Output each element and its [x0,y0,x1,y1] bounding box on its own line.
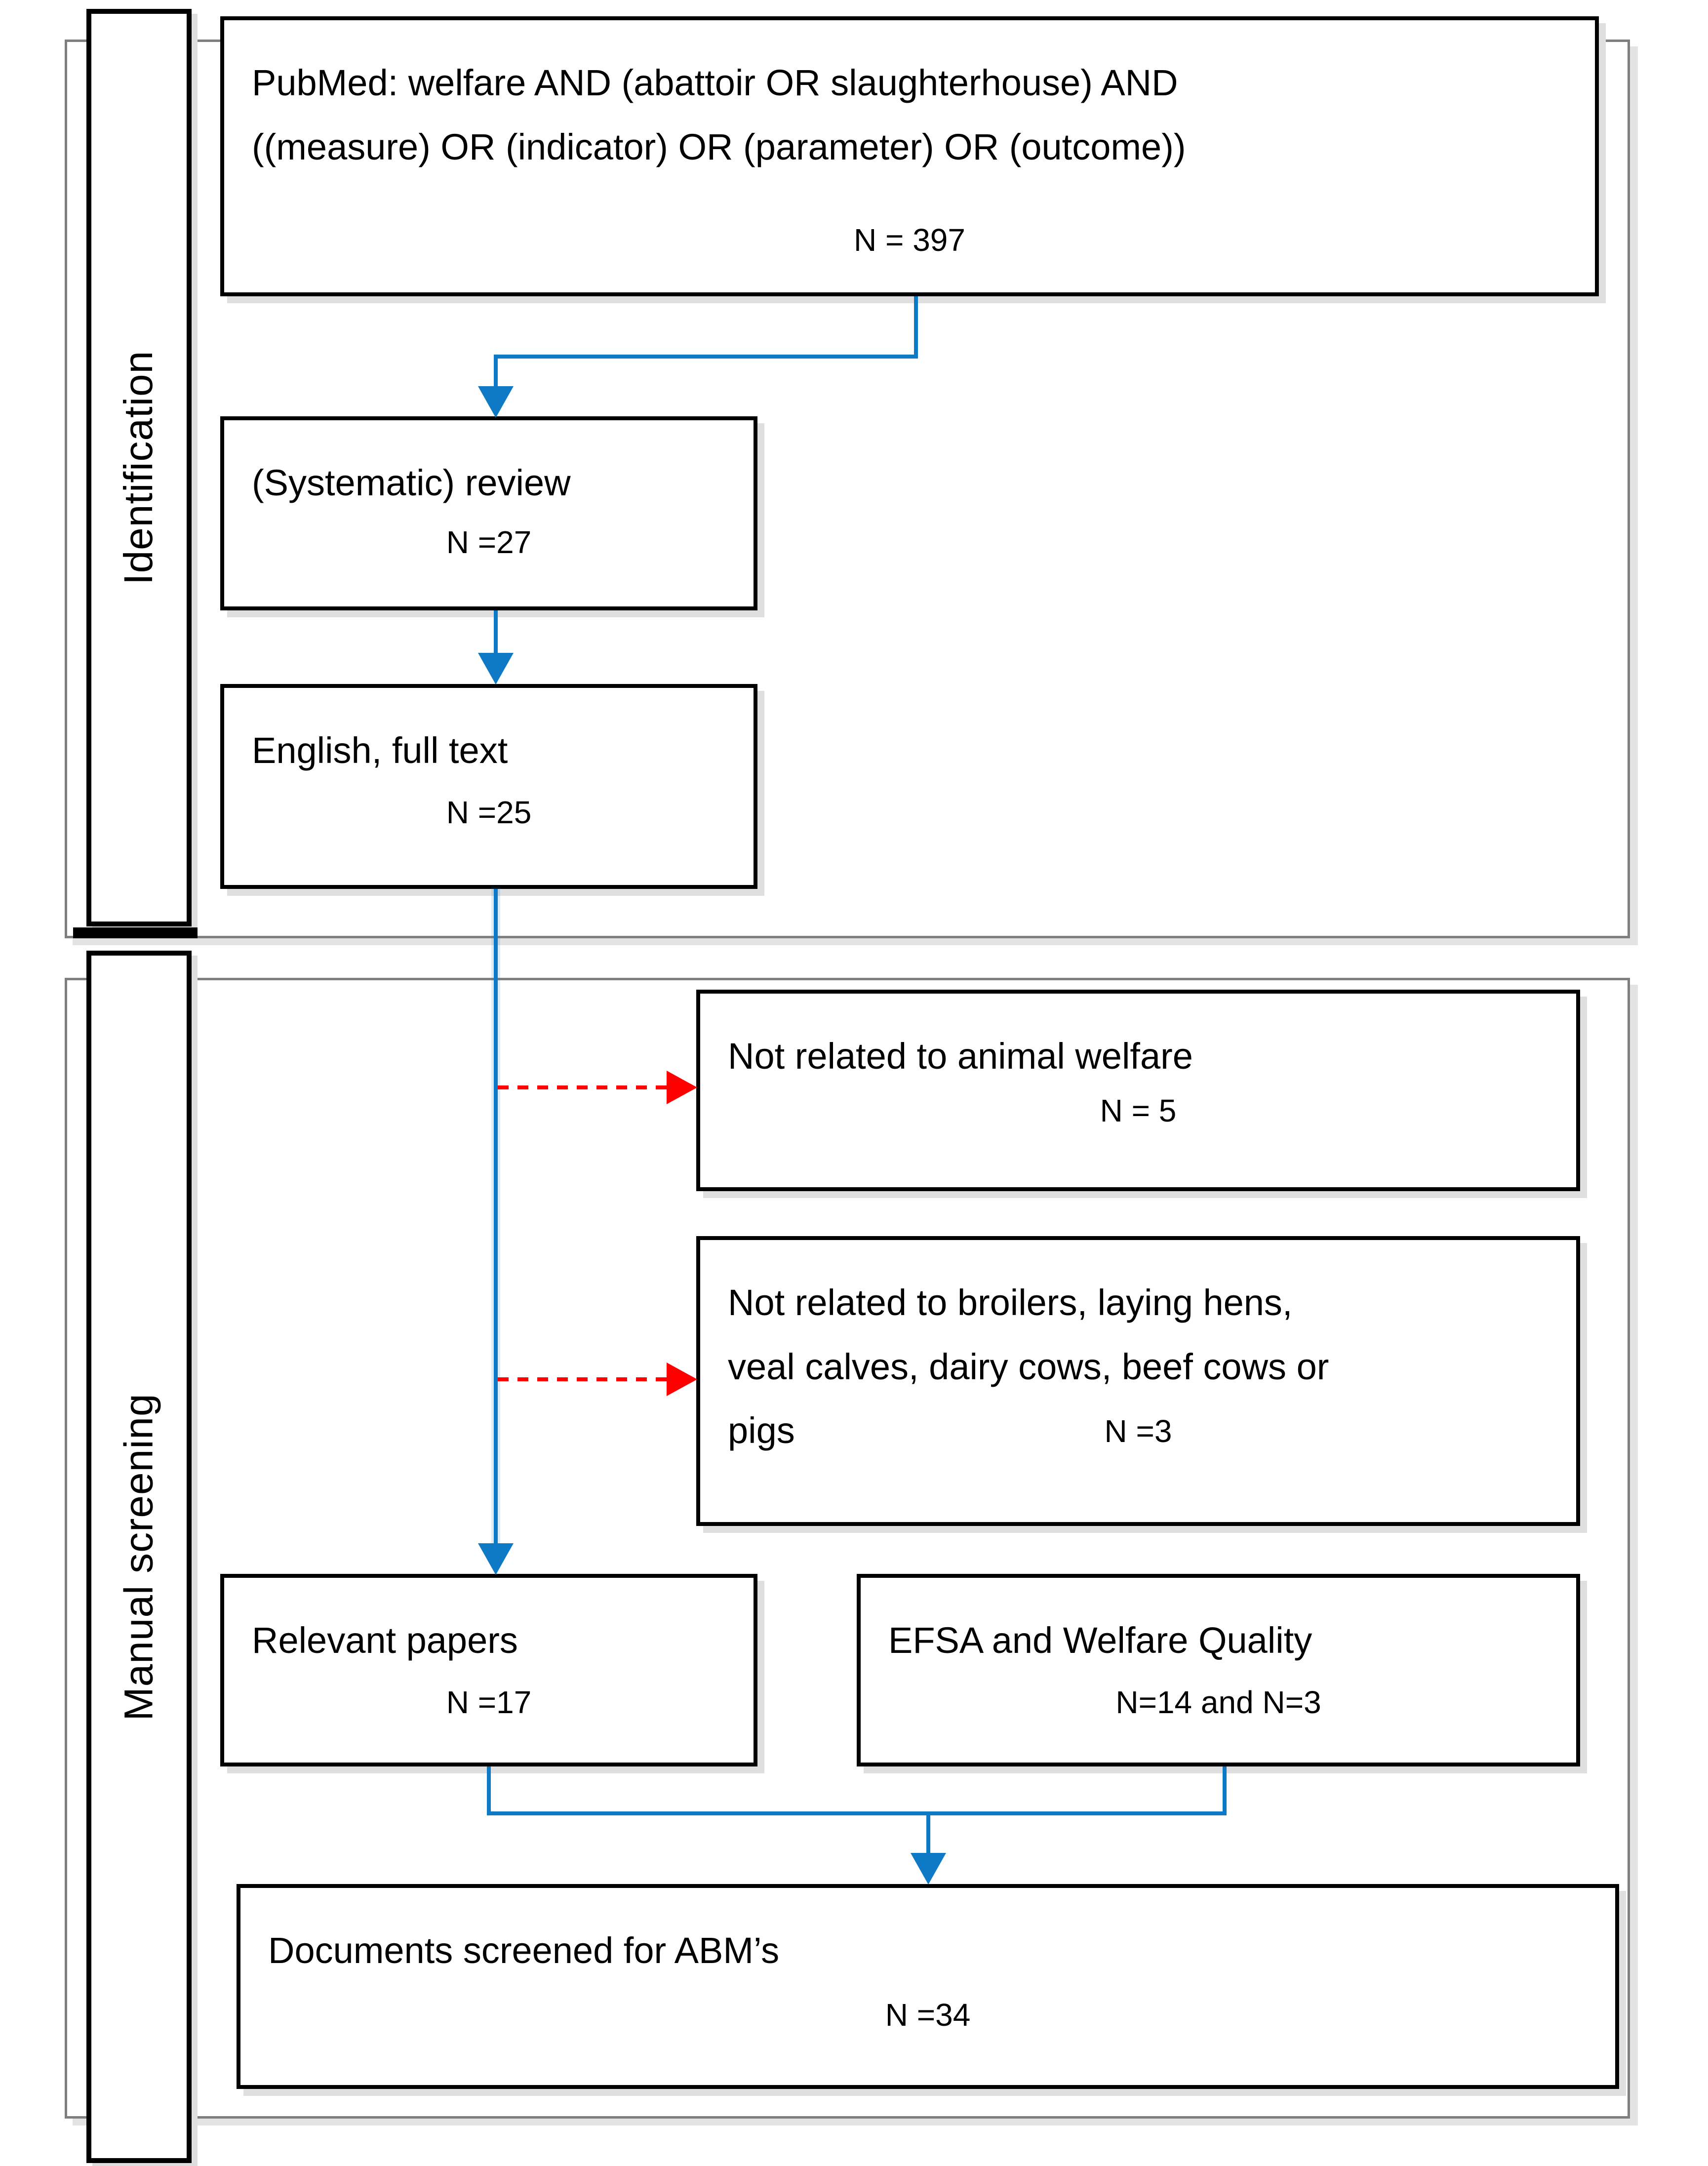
arrowhead-to-english-icon [478,653,514,684]
pubmed-query-line-2: ((measure) OR (indicator) OR (parameter)… [252,126,1186,167]
excluded-not-target-species-count: N =3 [1104,1413,1172,1449]
manual-screening-phase-label-box: Manual screening [86,951,192,2163]
connector-pubmed-down-line [914,296,918,357]
documents-screened-box: Documents screened for ABM’s N =34 [237,1884,1619,2089]
connector-merge-line [487,1811,1227,1815]
arrowhead-to-relevant-icon [478,1543,514,1575]
documents-screened-count: N =34 [885,1997,971,2033]
exclusion-arrowhead-species-icon [667,1363,697,1396]
arrowhead-to-documents-icon [911,1853,946,1885]
efsa-welfare-quality-box: EFSA and Welfare Quality N=14 and N=3 [857,1574,1580,1766]
identification-phase-label: Identification [116,350,161,585]
systematic-review-count: N =27 [446,524,532,560]
connector-relevant-down-line [487,1766,491,1815]
pubmed-count: N = 397 [854,222,965,258]
efsa-welfare-quality-count: N=14 and N=3 [1115,1685,1321,1720]
pubmed-search-query: PubMed: welfare AND (abattoir OR slaught… [224,20,1595,179]
english-full-text-count: N =25 [446,795,532,830]
relevant-papers-label: Relevant papers [252,1620,518,1661]
excluded-species-line-1: Not related to broilers, laying hens, [728,1282,1293,1323]
english-full-text-label: English, full text [252,730,508,771]
connector-to-english-line [494,610,498,654]
english-full-text-box: English, full text N =25 [220,684,757,889]
connector-efsa-down-line [1223,1766,1227,1815]
excluded-not-animal-welfare-label: Not related to animal welfare [728,1036,1193,1077]
documents-screened-label: Documents screened for ABM’s [268,1930,780,1971]
excluded-not-animal-welfare-box: Not related to animal welfare N = 5 [696,990,1580,1191]
connector-to-relevant-line [494,889,498,1543]
systematic-review-label: (Systematic) review [252,462,571,503]
connector-elbow-line [494,355,918,359]
efsa-welfare-quality-label: EFSA and Welfare Quality [888,1620,1312,1661]
arrowhead-to-systematic-icon [478,386,514,418]
exclusion-dashed-line-welfare [498,1085,668,1089]
relevant-papers-count: N =17 [446,1685,532,1720]
excluded-not-target-species-box: Not related to broilers, laying hens, ve… [696,1236,1580,1526]
pubmed-search-box: PubMed: welfare AND (abattoir OR slaught… [220,16,1599,296]
excluded-species-line-3: pigs [728,1410,795,1451]
excluded-not-animal-welfare-count: N = 5 [1100,1093,1177,1128]
connector-to-documents-line [926,1811,930,1854]
identification-phase-label-box: Identification [86,9,192,926]
connector-to-systematic-line [494,355,498,390]
relevant-papers-box: Relevant papers N =17 [220,1574,757,1766]
exclusion-arrowhead-welfare-icon [667,1071,697,1104]
phase-divider-line [73,927,198,938]
systematic-review-box: (Systematic) review N =27 [220,416,757,610]
pubmed-query-line-1: PubMed: welfare AND (abattoir OR slaught… [252,62,1178,103]
excluded-not-target-species-label: Not related to broilers, laying hens, ve… [700,1240,1576,1463]
excluded-species-line-2: veal calves, dairy cows, beef cows or [728,1346,1329,1387]
manual-screening-phase-label: Manual screening [116,1393,161,1721]
exclusion-dashed-line-species [498,1377,668,1381]
